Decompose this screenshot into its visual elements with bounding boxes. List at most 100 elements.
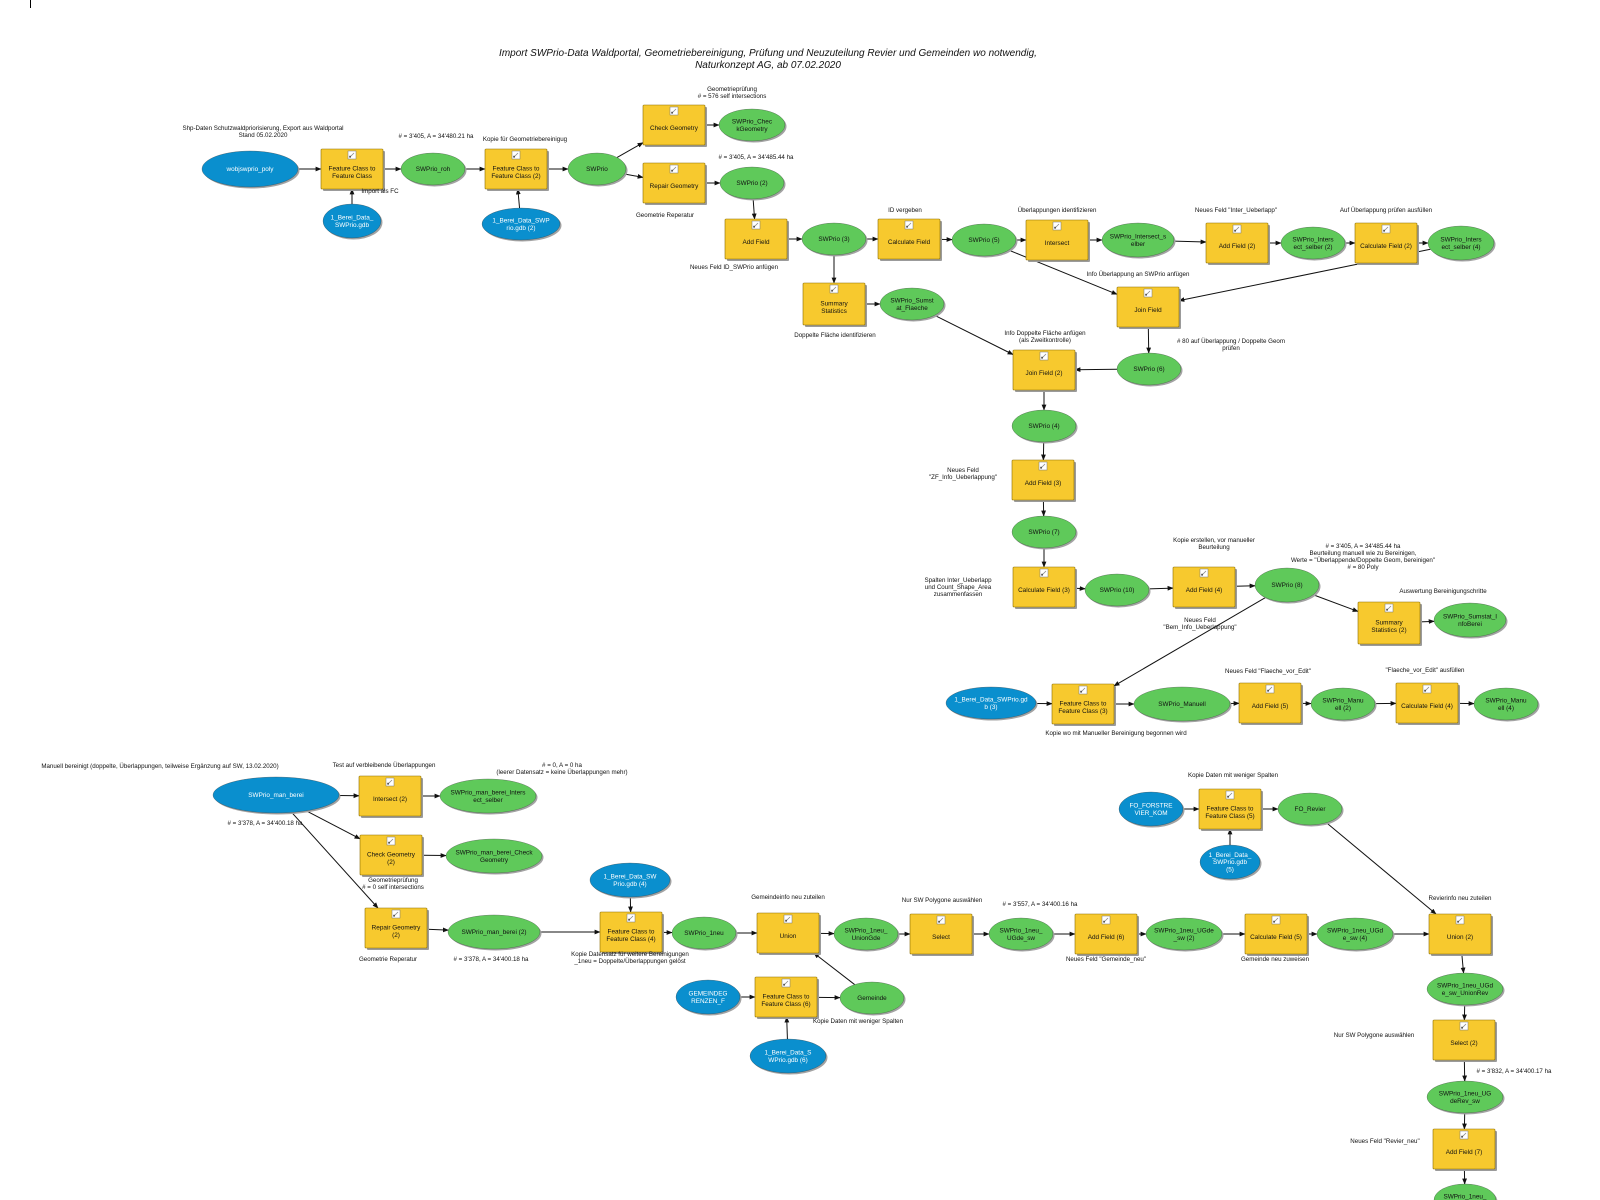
tool-box [1198,788,1262,830]
node-swprio_1neu[interactable]: SWPrio_1neu [671,916,738,951]
node-calcfield2[interactable]: Calculate Field (2) [1354,222,1419,265]
node-addfield2[interactable]: Add Field (2) [1205,222,1270,265]
node-select[interactable]: Select [909,913,974,956]
node-swprio_man_berei_intersect_selber[interactable]: SWPrio_man_berei_Intersect_selber [439,778,538,815]
node-calcfield5[interactable]: Calculate Field (5) [1244,913,1309,956]
node-label-line: Feature Class to [1060,701,1107,708]
node-swprio_1neu_ugde_sw2[interactable]: SWPrio_1neu_UGde_sw (2) [1145,917,1224,952]
node-addfield4[interactable]: Add Field (4) [1172,566,1237,609]
node-swprio_man_berei[interactable]: SWPrio_man_berei [212,776,341,815]
page-title-line2: Naturkonzept AG, ab 07.02.2020 [695,60,841,71]
node-berei6[interactable]: 1_Berei_Data_SWPrio.gdb (6) [749,1038,828,1075]
node-berei1[interactable]: 1_Berei_Data_SWPrio.gdb [322,203,383,240]
tool-box [756,912,820,954]
node-label-line: 1_Berei_Data_S [765,1050,812,1057]
node-addfield[interactable]: Add Field [724,218,789,261]
node-joinfield2[interactable]: Join Field (2) [1012,349,1077,392]
node-addfield3[interactable]: Add Field (3) [1011,459,1076,502]
node-label-line: deRev_sw [1450,1098,1480,1105]
node-swprio_intersect_selber4[interactable]: SWPrio_Intersect_selber (4) [1427,225,1496,262]
node-swprio8[interactable]: SWPrio (8) [1254,567,1321,604]
annotation-line: Auf Überlappung prüfen ausfüllen [1340,207,1433,214]
node-swprio_1neu_ugde_sw4[interactable]: SWPrio_1neu_UGde_sw (4) [1316,917,1395,952]
node-swprio_manuell2[interactable]: SWPrio_Manuell (2) [1310,687,1377,722]
node-swprio7[interactable]: SWPrio (7) [1011,515,1078,550]
node-checkgeom[interactable]: Check Geometry [642,104,707,147]
node-calcfield3[interactable]: Calculate Field (3) [1012,566,1077,609]
node-swprio4[interactable]: SWPrio (4) [1011,409,1078,444]
node-swprio_1neu_ugde_sw[interactable]: SWPrio_1neu_UGde_sw [988,917,1055,952]
node-union[interactable]: Union [756,912,821,955]
node-swprio_1neu_uniongde[interactable]: SWPrio_1neu_UnionGde [833,917,900,952]
node-addfield7[interactable]: Add Field (7) [1432,1128,1497,1171]
node-swprio6[interactable]: SWPrio (6) [1116,352,1183,387]
node-label-line: Feature Class to [1207,806,1254,813]
tool-box [1205,222,1269,264]
node-calcfield[interactable]: Calculate Field [877,218,942,261]
node-berei2[interactable]: 1_Berei_Data_SWPrio.gdb (2) [481,207,562,242]
node-label-line: Union (2) [1447,934,1473,941]
node-swprio_intersect_selber[interactable]: SWPrio_Intersect_selber [1101,222,1176,259]
node-label-line: at_Flaeche [896,305,928,312]
annotation-line: Neues Feld "Flaeche_vor_Edit" [1225,668,1311,675]
node-swprio_manuell[interactable]: SWPrio_Manuell [1133,686,1232,723]
node-berei5[interactable]: 1_Berei_Data_SWPrio.gdb(5) [1199,844,1262,881]
node-label-line: ect_selber (2) [1293,244,1332,251]
connector-swprio8-to-sumstat2 [1313,594,1359,612]
node-select2[interactable]: Select (2) [1432,1019,1497,1062]
node-checkgeom2[interactable]: Check Geometry(2) [359,834,424,877]
annotation-line: Gemeinde neu zuweisen [1241,956,1310,963]
annotation-line: # = 3'557, A = 34'400.16 ha [1003,901,1079,908]
node-fo_revier[interactable]: FO_Revier [1277,792,1344,827]
node-berei4[interactable]: 1_Berei_Data_SWPrio.gdb (4) [589,862,672,899]
node-label-line: Calculate Field [888,239,931,246]
node-swprio2[interactable]: SWPrio (2) [719,166,786,201]
node-joinfield[interactable]: Join Field [1116,286,1181,329]
node-wobjswprio_poly[interactable]: wobjswprio_poly [201,150,300,189]
node-swprio_1neu_ugde_sw_unionrev[interactable]: SWPrio_1neu_UGde_sw_UnionRev [1426,972,1505,1007]
node-berei3[interactable]: 1_Berei_Data_SWPrio.gdb (3) [945,686,1038,721]
node-label-line: Feature Class (2) [491,173,540,180]
node-label-line: Feature Class (6) [761,1001,810,1008]
node-addfield6[interactable]: Add Field (6) [1074,913,1139,956]
node-swprio_sumstat_flaeche[interactable]: SWPrio_Sumstat_Flaeche [879,287,946,322]
node-swprio10[interactable]: SWPrio (10) [1084,573,1151,608]
node-union2[interactable]: Union (2) [1428,913,1493,956]
node-swprio3[interactable]: SWPrio (3) [801,222,868,257]
node-swprio5[interactable]: SWPrio (5) [951,223,1018,258]
node-calcfield4[interactable]: Calculate Field (4) [1395,682,1460,725]
node-intersect2[interactable]: Intersect (2) [358,775,423,818]
node-swprio_manuell4[interactable]: SWPrio_Manuell (4) [1473,687,1540,722]
node-swprio_man_berei2[interactable]: SWPrio_man_berei (2) [447,914,542,951]
node-label-line: b (3) [984,704,997,711]
node-repairgeom[interactable]: Repair Geometry [642,162,707,205]
node-swprio[interactable]: SWPrio [567,152,628,187]
node-label-line: SWPrio_Chec [732,119,773,126]
output-ellipse [439,778,537,814]
node-label-line: GEMEINDEG [688,991,727,998]
node-swprio_roh[interactable]: SWPrio_roh [400,152,467,187]
node-intersect[interactable]: Intersect [1025,219,1090,262]
node-gemeinde[interactable]: Gemeinde [839,981,906,1016]
output-ellipse [988,917,1054,951]
node-swprio_intersect_selber2[interactable]: SWPrio_Intersect_selber (2) [1280,226,1347,261]
annotation-l_zfinfo: Neues Feld"ZF_Info_Ueberlappung" [929,467,997,481]
node-repairgeom2[interactable]: Repair Geometry(2) [364,907,429,950]
node-addfield5[interactable]: Add Field (5) [1238,682,1303,725]
